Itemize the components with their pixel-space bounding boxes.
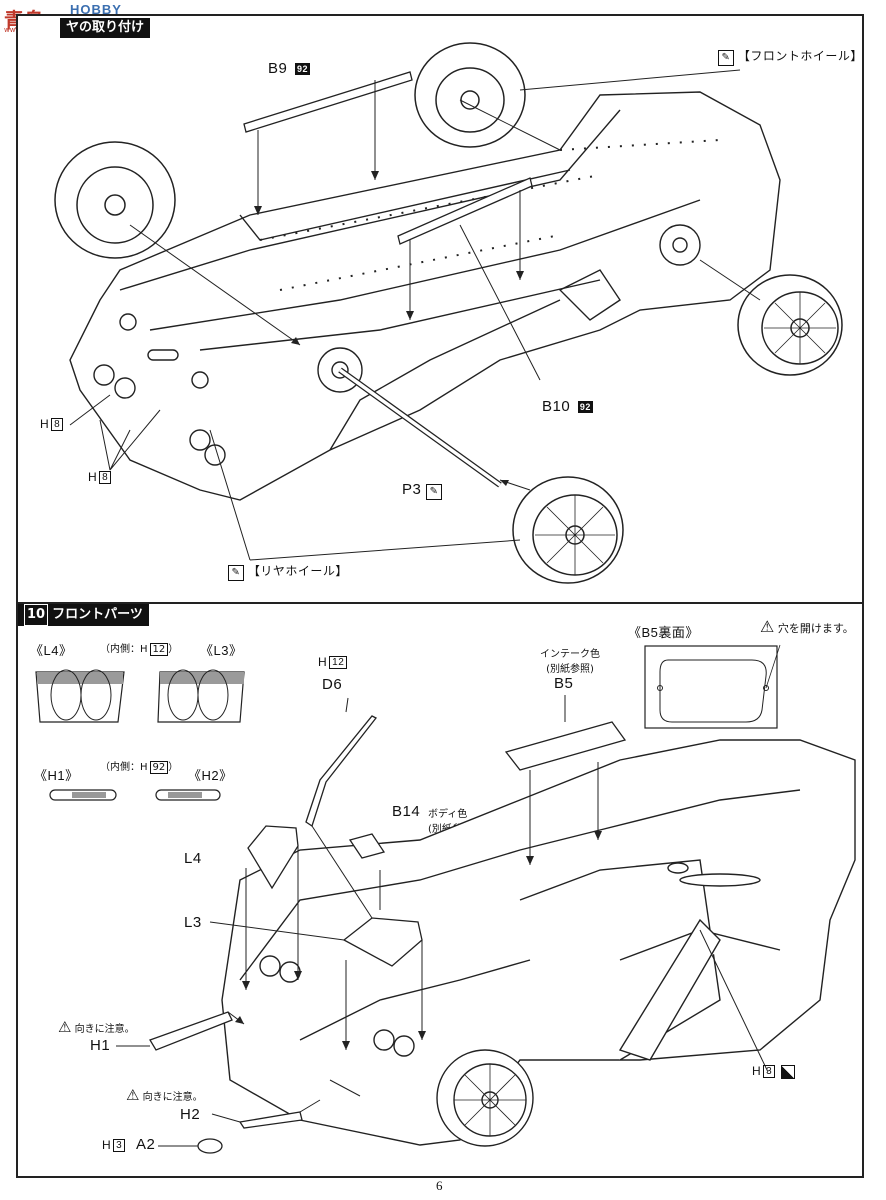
part-l3: L3 (184, 914, 202, 931)
step10-title: フロントパーツ (52, 607, 143, 622)
part-h3a-num: 3 (113, 1139, 126, 1153)
part-h2: H2 (180, 1106, 201, 1123)
inner-h-close: ） (168, 762, 179, 773)
part-h1: H1 (90, 1037, 111, 1054)
part-l4: L4 (184, 850, 202, 867)
inner-l-text: （内側：H (100, 644, 148, 655)
front-wheel-label-text: 【フロントホイール】 (737, 49, 863, 63)
part-b10: B10 92 (542, 398, 593, 415)
part-b14: B14 (392, 803, 421, 820)
caution-h2-text: 向きに注意。 (142, 1092, 203, 1103)
part-b9-name: B9 (268, 60, 288, 77)
part-b10-num: 92 (577, 401, 593, 414)
part-h8a-name: H (40, 417, 50, 431)
warning-icon: ⚠ (760, 617, 775, 636)
part-h3b-num: 3 (763, 1065, 776, 1079)
part-b9: B9 92 (268, 60, 311, 77)
part-h8b-num: 8 (99, 471, 112, 485)
caution-h1: ⚠ 向きに注意。 (58, 1018, 135, 1036)
step10-number: 10 (24, 604, 49, 626)
step9-title: ヤの取り付け (66, 20, 145, 35)
inner-h-text: （内側：H (100, 762, 148, 773)
drill-note-text: 穴を開けます。 (777, 622, 854, 635)
wheel-rear-bottom (512, 476, 624, 584)
part-b5: B5 (554, 675, 574, 692)
wheel-rear-left (54, 141, 176, 259)
part-h3b-name: H (752, 1064, 762, 1078)
warning-icon: ⚠ (126, 1086, 140, 1104)
tool-icon: ✎ (228, 565, 244, 581)
intake-color-text: インテーク色 (540, 649, 600, 660)
step9-drawing (54, 42, 843, 584)
inner-l-num: 12 (149, 642, 169, 656)
caution-h1-text: 向きに注意。 (74, 1024, 135, 1035)
rear-wheel-label-text: 【リヤホイール】 (247, 564, 348, 578)
l4-heading: 《L4》 (30, 643, 73, 658)
b5-back-heading: 《B5裏面》 (628, 625, 699, 640)
caution-h2: ⚠ 向きに注意。 (126, 1086, 203, 1104)
front-wheel-label: ✎ 【フロントホイール】 (718, 47, 863, 66)
wheel-front-right (737, 274, 843, 376)
part-h8b-name: H (88, 470, 98, 484)
part-b9-num: 92 (295, 63, 311, 76)
step9-header: ヤの取り付け (60, 18, 151, 38)
part-a2: A2 (136, 1136, 156, 1153)
h1-heading: 《H1》 (34, 768, 79, 783)
part-p3: P3 ✎ (402, 481, 443, 500)
part-h12-name: H (318, 655, 328, 669)
part-d6: D6 (322, 676, 343, 693)
drill-note: ⚠ 穴を開けます。 (760, 617, 854, 636)
tool-icon: ✎ (426, 484, 443, 500)
inner-h-num: 92 (149, 760, 169, 774)
part-h12-num: 12 (329, 656, 348, 670)
intake-ref-text: (別紙参照) (546, 664, 594, 675)
part-h3a-name: H (102, 1138, 112, 1152)
page-number: 6 (436, 1178, 443, 1193)
part-h8a-num: 8 (51, 418, 64, 432)
inner-l-close: ） (168, 644, 179, 655)
part-b10-name: B10 (542, 398, 571, 415)
rear-wheel-label: ✎ 【リヤホイール】 (228, 562, 348, 581)
l3-heading: 《L3》 (200, 643, 243, 658)
h2-heading: 《H2》 (188, 768, 233, 783)
intake-color-note: インテーク色 (別紙参照) (540, 645, 600, 675)
part-p3-name: P3 (402, 481, 422, 498)
tool-icon: ✎ (718, 50, 734, 66)
wheel-front-top (414, 42, 526, 148)
paint-chip-icon (781, 1064, 796, 1079)
body-color-text: ボディ色 (428, 809, 468, 820)
warning-icon: ⚠ (58, 1018, 72, 1036)
